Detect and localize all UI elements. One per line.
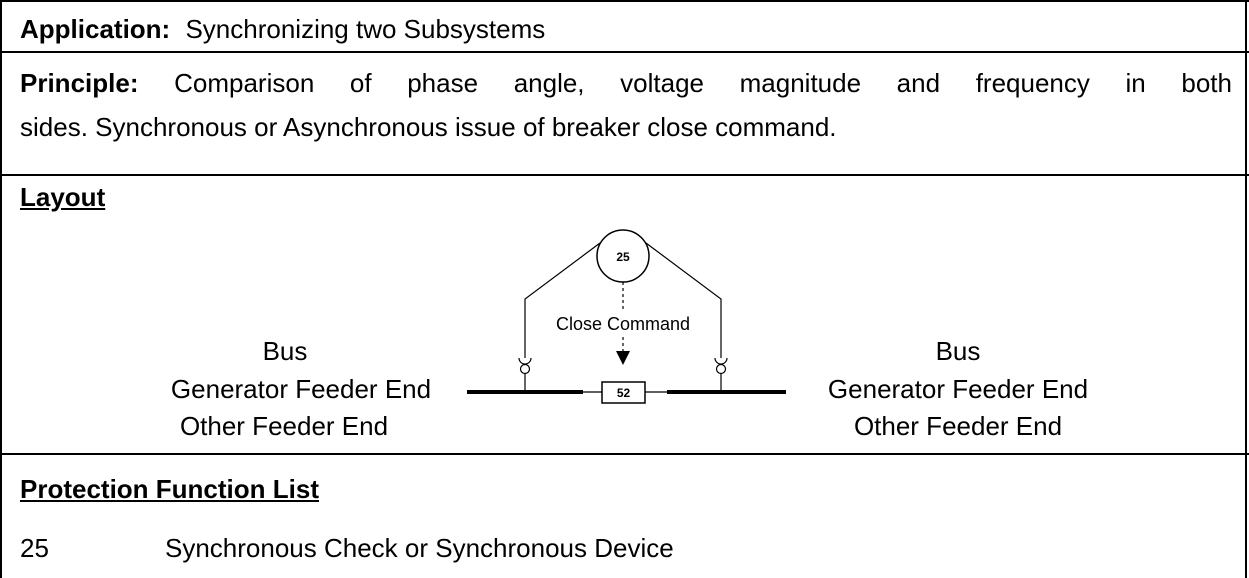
application-value: Synchronizing two Subsystems	[185, 14, 546, 44]
protection-heading: Protection Function List	[20, 474, 319, 504]
principle-word: both	[1181, 68, 1232, 98]
application-row: Application: Synchronizing two Subsystem…	[20, 16, 545, 42]
application-label: Application:	[20, 14, 171, 44]
layout-diagram: 25 Close Command 52 Bus Generator Feeder…	[171, 229, 1088, 441]
principle-line-1: Principle: Comparison of phase angle, vo…	[20, 61, 1232, 105]
right-vt-icon	[714, 357, 728, 391]
principle-word: voltage	[620, 68, 704, 98]
principle-word: magnitude	[739, 68, 862, 98]
principle-line-2: sides. Synchronous or Asynchronous issue…	[20, 112, 837, 142]
relay-25-label: 25	[616, 250, 630, 264]
principle-word: Comparison	[174, 68, 315, 98]
left-vt-icon	[518, 357, 532, 391]
principle-word: in	[1125, 68, 1146, 98]
layout-heading: Layout	[20, 182, 106, 212]
divider-top	[0, 0, 1249, 2]
function-code: 25	[20, 533, 49, 563]
principle-word: of	[349, 68, 372, 98]
right-label-other-feeder-end: Other Feeder End	[854, 411, 1062, 441]
relay-left-connection	[524, 242, 601, 358]
left-label-bus: Bus	[263, 336, 308, 366]
right-label-bus: Bus	[936, 336, 981, 366]
divider-application	[0, 51, 1249, 53]
principle-word: angle,	[513, 68, 585, 98]
breaker-52-label: 52	[617, 386, 631, 400]
relay-right-connection	[645, 242, 722, 358]
principle-label: Principle:	[20, 68, 139, 98]
left-label-generator-feeder-end: Generator Feeder End	[171, 374, 431, 404]
close-command-label: Close Command	[556, 314, 690, 334]
close-command-arrow-icon	[616, 351, 630, 365]
divider-principle	[0, 174, 1249, 176]
principle-row: Principle: Comparison of phase angle, vo…	[20, 61, 1232, 149]
divider-layout	[0, 453, 1249, 455]
principle-word: and	[896, 68, 941, 98]
right-label-generator-feeder-end: Generator Feeder End	[828, 374, 1088, 404]
principle-word: frequency	[975, 68, 1090, 98]
left-label-other-feeder-end: Other Feeder End	[180, 411, 388, 441]
function-description: Synchronous Check or Synchronous Device	[165, 533, 674, 563]
principle-word: phase	[407, 68, 479, 98]
